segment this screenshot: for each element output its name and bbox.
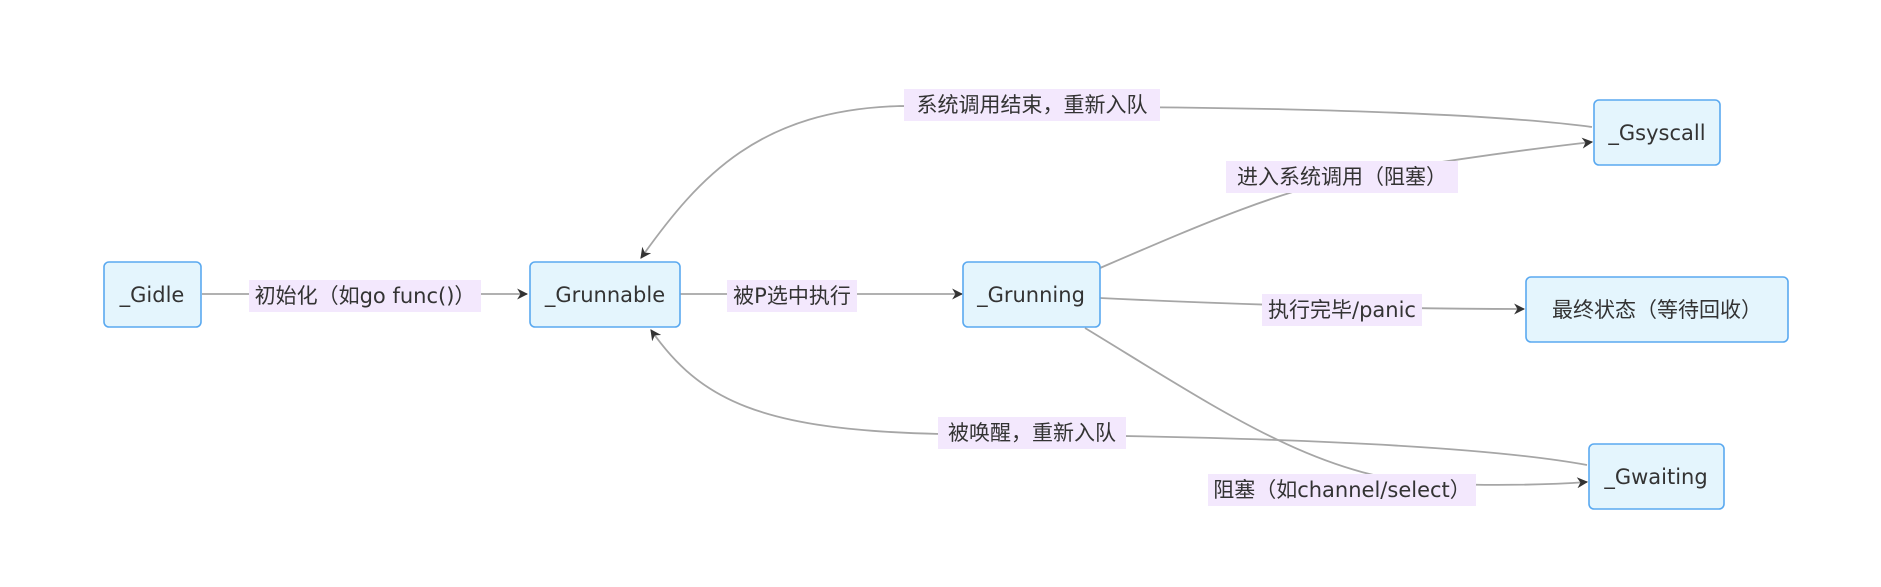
node-grunnable-label: _Grunnable [544,283,665,308]
node-grunning: _Grunning [962,261,1101,328]
node-final-state-label: 最终状态（等待回收） [1552,298,1762,322]
node-grunnable: _Grunnable [529,261,681,328]
node-final-state: 最终状态（等待回收） [1525,276,1789,343]
node-gidle: _Gidle [103,261,202,328]
nodes: _Gidle _Grunnable _Grunning _Gsyscall 最终… [103,99,1789,510]
edge-grunning-to-gsyscall [1099,137,1594,269]
edge-label-syscall-done: 系统调用结束，重新入队 [917,93,1148,117]
edge-label-bg [727,280,857,312]
edge-label-bg [904,89,1160,121]
edge-label-bg [938,417,1126,449]
edge-label-bg [1226,161,1458,193]
node-gidle-label: _Gidle [119,283,185,308]
node-gsyscall-label: _Gsyscall [1607,121,1705,146]
edge-label-finished: 执行完毕/panic [1268,298,1416,322]
node-gwaiting-label: _Gwaiting [1603,465,1707,490]
edge-label-bg [1208,474,1476,506]
edge-label-enter-syscall: 进入系统调用（阻塞） [1237,165,1447,189]
edge-labels: 初始化（如go func()） 被P选中执行 进入系统调用（阻塞） 执行完毕/p… [249,89,1476,506]
node-grunning-label: _Grunning [976,283,1085,308]
node-gwaiting: _Gwaiting [1588,443,1725,510]
edge-label-woken: 被唤醒，重新入队 [948,421,1116,445]
edge-label-scheduled: 被P选中执行 [733,284,851,308]
edge-label-bg [1262,294,1422,326]
edge-label-bg [249,280,481,312]
node-gsyscall: _Gsyscall [1593,99,1721,166]
edge-label-blocked: 阻塞（如channel/select） [1213,478,1471,502]
edge-grunning-to-gwaiting [1084,327,1589,489]
edge-label-init: 初始化（如go func()） [255,284,476,308]
